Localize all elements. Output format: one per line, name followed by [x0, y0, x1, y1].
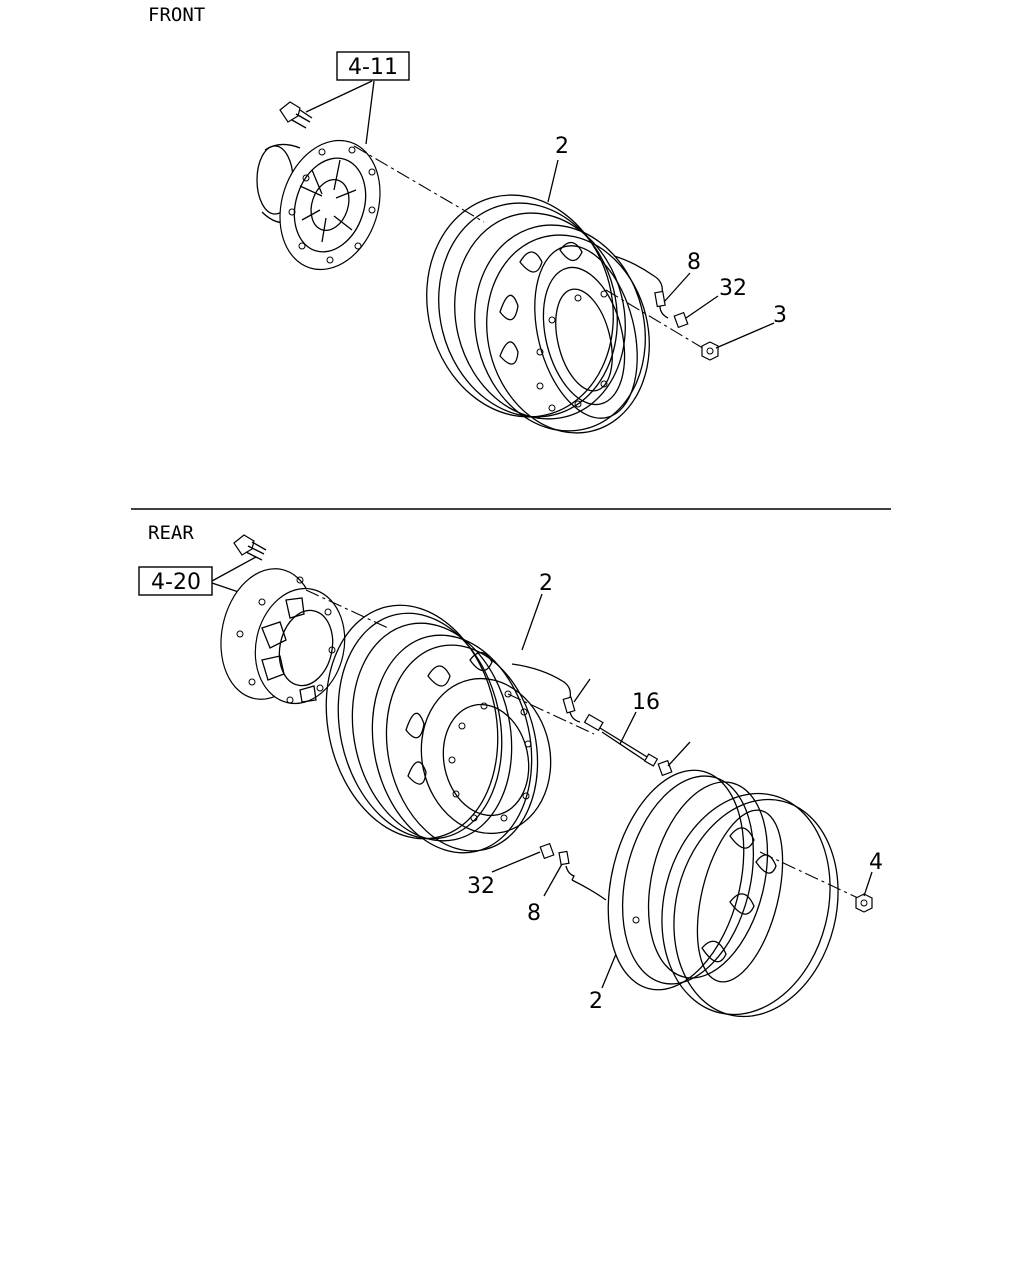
front-valve-cap — [673, 311, 689, 329]
rear-outer-wheel — [607, 769, 839, 1018]
front-valve — [654, 290, 669, 319]
rear-hub-reference[interactable]: 4-20 — [138, 566, 213, 596]
callout-rear-extension: 16 — [632, 690, 660, 715]
callout-front-nut: 3 — [773, 303, 787, 328]
front-hub-reference[interactable]: 4-11 — [336, 51, 410, 81]
callout-rear-nut: 4 — [869, 850, 883, 875]
callout-rear-outer-wheel: 2 — [589, 989, 603, 1014]
rear-inner-valve-cap — [657, 759, 673, 777]
callout-front-cap: 32 — [719, 276, 747, 301]
rear-hub-reference-label: 4-20 — [151, 570, 201, 595]
rear-hub — [220, 568, 346, 705]
rear-outer-valve — [558, 850, 575, 881]
callout-rear-inner-wheel: 2 — [539, 571, 553, 596]
front-wheel — [426, 194, 650, 434]
rear-inner-wheel — [325, 604, 552, 854]
front-hub — [256, 139, 381, 271]
rear-hub-bolt — [233, 534, 267, 561]
callout-rear-outer-cap: 32 — [467, 874, 495, 899]
front-wheel-nut — [701, 341, 719, 361]
rear-wheel-nut — [855, 893, 873, 913]
rear-inner-valve — [562, 696, 581, 723]
rear-valve-extension — [583, 713, 659, 767]
front-hub-reference-label: 4-11 — [348, 55, 398, 80]
rear-outer-valve-cap — [539, 842, 555, 860]
front-section-title: FRONT — [148, 4, 205, 26]
callout-rear-outer-valve: 8 — [527, 901, 541, 926]
callout-front-wheel: 2 — [555, 134, 569, 159]
rear-section-title: REAR — [148, 522, 194, 544]
callout-front-valve: 8 — [687, 250, 701, 275]
front-hub-bolt — [279, 101, 313, 129]
